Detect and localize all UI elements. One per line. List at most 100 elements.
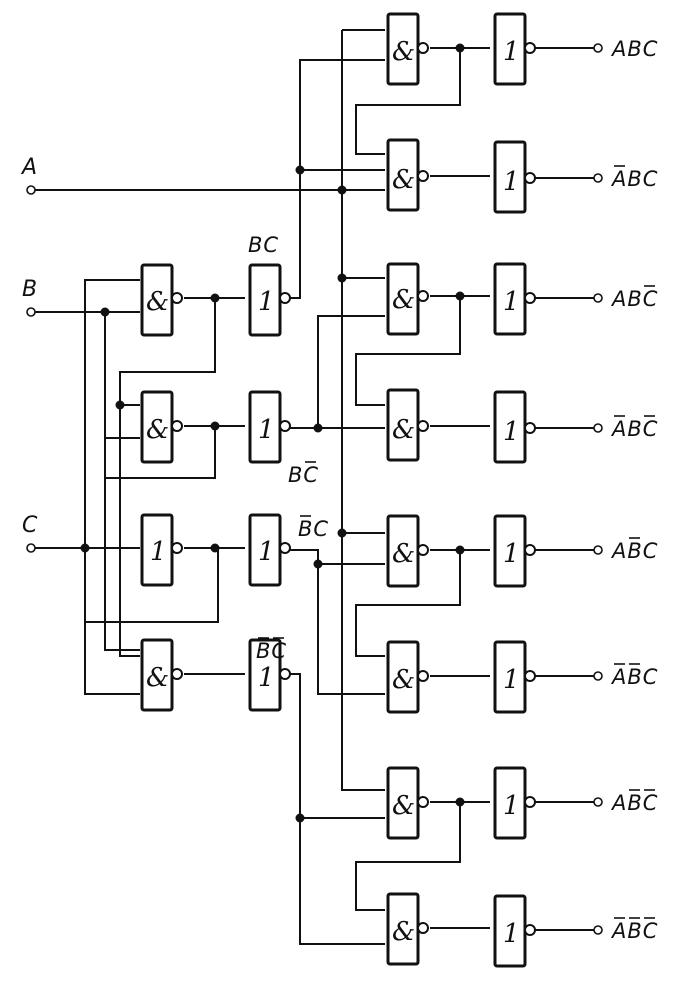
not-symbol: 1 [503, 417, 520, 447]
intermediate-label-text: BC [248, 233, 279, 257]
input-label-a: A [20, 155, 37, 180]
nand-symbol: & [392, 415, 415, 445]
output-label-text: ABC [610, 167, 658, 191]
not-symbol: 1 [503, 919, 520, 949]
input-terminals: A B C [20, 155, 38, 553]
junction-dot [337, 528, 347, 538]
not-symbol: 1 [503, 167, 520, 197]
not-gate-3: 1 [248, 513, 291, 587]
intermediate-label-text: BC [288, 463, 319, 487]
output-label: ABC [610, 165, 658, 191]
junction-dot [455, 797, 465, 807]
junction-dot [210, 421, 220, 431]
not-symbol: 1 [258, 537, 275, 567]
output-labels: ABC ABC ABC ABC ABC ABC ABC ABC [610, 37, 658, 943]
output-terminal [593, 797, 603, 807]
not-symbol: 1 [150, 537, 167, 567]
not-symbol: 1 [503, 665, 520, 695]
junction-dot [455, 545, 465, 555]
output-terminal [593, 43, 603, 53]
junction-dot [115, 400, 125, 410]
junction-dot [337, 185, 347, 195]
not-symbol: 1 [503, 287, 520, 317]
junction-dot [100, 307, 110, 317]
nand-symbol: & [392, 917, 415, 947]
nand-symbol: & [392, 665, 415, 695]
not-gate-out-2: 1 [493, 140, 536, 214]
output-label: ABC [610, 285, 658, 311]
nand-gate-2: & [140, 390, 183, 464]
output-label: ABC [610, 917, 658, 943]
output-label: ABC [610, 537, 658, 563]
nand-gate-out-8: & [386, 892, 429, 966]
not-gate-1: 1 [248, 263, 291, 337]
nand-symbol: & [392, 37, 415, 67]
output-label-text: ABC [610, 539, 658, 563]
nand-symbol: & [392, 791, 415, 821]
junction-dot [80, 543, 90, 553]
not-gate-4: 1 [248, 638, 291, 712]
not-symbol: 1 [503, 791, 520, 821]
not-gate-out-6: 1 [493, 640, 536, 714]
intermediate-label: BC [298, 515, 328, 541]
output-label-text: ABC [610, 919, 658, 943]
output-label-text: ABC [610, 417, 658, 441]
output-terminal [593, 293, 603, 303]
not-symbol: 1 [503, 539, 520, 569]
nand-symbol: & [146, 663, 169, 693]
output-label-text: ABC [610, 665, 658, 689]
intermediate-label-text: BC [256, 639, 287, 663]
input-terminal-c [26, 543, 36, 553]
output-label: ABC [610, 663, 658, 689]
nand-gate-out-6: & [386, 640, 429, 714]
nand-symbol: & [392, 285, 415, 315]
not-gate-out-1: 1 [493, 12, 536, 86]
stage1-gates: & 1 & 1 1 1 & [140, 263, 291, 712]
nand-gate-out-7: & [386, 766, 429, 840]
junction-dot [295, 165, 305, 175]
junction-dot [210, 293, 220, 303]
output-terminal [593, 671, 603, 681]
input-label-b: B [22, 277, 37, 302]
intermediate-label: BC [248, 233, 279, 257]
nand-gate-4: & [140, 638, 183, 712]
junction-dot [455, 43, 465, 53]
output-terminals [593, 43, 603, 935]
not-gate-c: 1 [140, 513, 183, 587]
output-label-text: ABC [610, 37, 658, 61]
junction-dot [313, 559, 323, 569]
nand-gate-out-4: & [386, 388, 429, 462]
junction-dot [337, 273, 347, 283]
intermediate-label: BC [256, 637, 287, 663]
not-symbol: 1 [258, 663, 275, 693]
output-terminal [593, 545, 603, 555]
nand-symbol: & [392, 539, 415, 569]
nand-gate-out-2: & [386, 138, 429, 212]
output-label: ABC [610, 789, 658, 815]
input-label-c: C [22, 513, 38, 538]
output-terminal [593, 925, 603, 935]
nand-gate-out-1: & [386, 12, 429, 86]
input-terminal-a [26, 185, 36, 195]
output-terminal [593, 173, 603, 183]
nand-symbol: & [146, 287, 169, 317]
junction-dot [455, 291, 465, 301]
not-symbol: 1 [258, 415, 275, 445]
input-terminal-b [26, 307, 36, 317]
not-gate-2: 1 [248, 390, 291, 464]
nand-gate-out-3: & [386, 262, 429, 336]
output-label-text: ABC [610, 287, 658, 311]
stage2-nand-gates: & & & & & & & & [386, 12, 429, 966]
junction-dot [295, 813, 305, 823]
nand-gate-out-5: & [386, 514, 429, 588]
output-label-text: ABC [610, 791, 658, 815]
output-label: ABC [610, 415, 658, 441]
junction-dot [313, 423, 323, 433]
nand-symbol: & [392, 165, 415, 195]
not-gate-out-4: 1 [493, 390, 536, 464]
not-gate-out-5: 1 [493, 514, 536, 588]
junction-dot [210, 543, 220, 553]
output-label: ABC [610, 37, 658, 61]
intermediate-labels: BC BC BC BC [248, 233, 328, 663]
